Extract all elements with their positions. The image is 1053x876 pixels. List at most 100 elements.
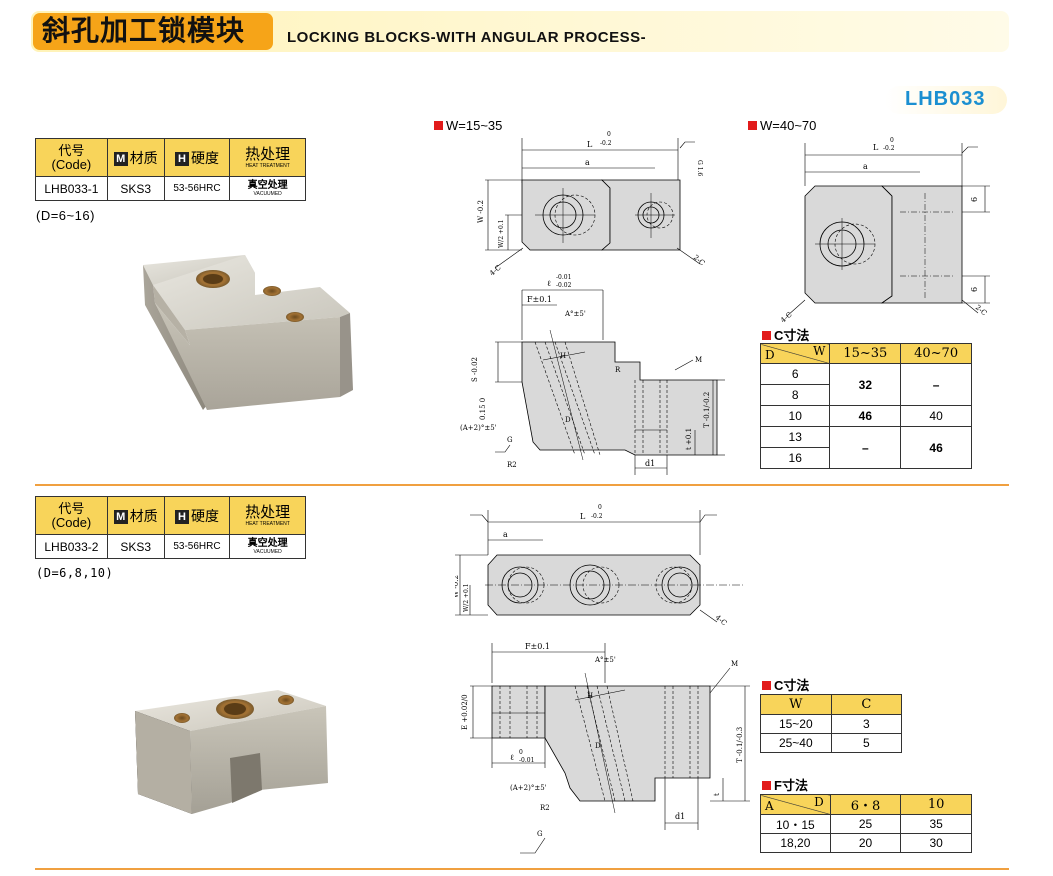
dim-A5: A°±5': [564, 310, 586, 318]
row-d: 13: [759, 426, 831, 448]
col-header: C: [830, 694, 903, 715]
dim-d1: d1: [645, 459, 655, 468]
cell-value: 20: [829, 833, 902, 853]
dim-D: D: [565, 416, 571, 424]
dim-W: W -0.2: [455, 575, 460, 598]
top-view-drawing-small: L 0 -0.2 a W -0.2 W/2 +0.1 4-C 2-C G 1.6: [477, 131, 706, 278]
dim-A2: (A+2)°±5': [510, 784, 547, 792]
material-cell: SKS3: [106, 176, 165, 201]
hardness-cell: 53-56HRC: [163, 534, 231, 559]
dim-l: ℓ: [547, 279, 551, 288]
dim-D: D: [595, 742, 601, 750]
dim-L-tol: -0.2: [600, 140, 612, 147]
dim-l-tol: -0.02: [556, 282, 572, 289]
dim-2C: 2-C: [692, 253, 706, 267]
dim-M: M: [731, 660, 738, 668]
dim-015: 0.15 0: [479, 398, 487, 420]
col-header: 6・8: [829, 794, 902, 815]
row-d: 16: [759, 447, 831, 469]
marker-icon: [434, 121, 443, 130]
product-photo-1: [143, 255, 353, 410]
top-view-drawing-large: L 0 -0.2 a 6 6 4-C 2-C: [779, 137, 990, 325]
dim-4C: 4-C: [779, 311, 793, 325]
dim-l-tol: 0: [519, 749, 523, 756]
cell-value: 46: [829, 405, 902, 427]
corner-header: D W: [759, 343, 831, 364]
page-title: 斜孔加工锁模块: [42, 14, 246, 47]
dim-L: L: [873, 143, 879, 152]
d-range-note: (D=6,8,10): [36, 566, 114, 580]
cell-value: 35: [900, 814, 972, 834]
w-small-label: W=15~35: [434, 118, 502, 133]
row-a: 10・15: [760, 814, 831, 834]
cell-value: 40: [900, 405, 972, 427]
dim-L-tol: 0: [607, 131, 611, 138]
w-large-label: W=40~70: [748, 118, 816, 133]
dim-E: E +0.02/0: [461, 694, 469, 730]
col-header: 10: [900, 794, 972, 815]
c-size-label: C寸法: [762, 325, 809, 344]
dim-F: F±0.1: [527, 295, 552, 304]
section-divider: [35, 484, 1009, 486]
row-d: 6: [759, 363, 831, 385]
dim-A5: A°±5': [594, 656, 616, 664]
code-header: 代号 (Code): [35, 496, 108, 535]
product-code-badge: [885, 86, 1007, 114]
material-cell: SKS3: [106, 534, 165, 559]
dim-T: T -0.1/-0.2: [703, 392, 711, 428]
dim-G: G: [507, 436, 513, 444]
row-w: 25~40: [760, 733, 832, 753]
dim-R: R: [615, 366, 621, 374]
dim-L-tol: 0: [890, 137, 894, 144]
row-d: 8: [759, 384, 831, 406]
dim-6: 6: [970, 197, 979, 202]
dim-G: G: [537, 830, 543, 838]
dim-W2: W/2 +0.1: [498, 220, 505, 248]
cell-value: 32: [829, 363, 902, 406]
cell-value: 30: [900, 833, 972, 853]
dim-L: L: [587, 140, 593, 149]
hardness-cell: 53-56HRC: [163, 176, 231, 201]
dim-T: T -0.1/-0.3: [736, 727, 744, 763]
dim-6: 6: [970, 287, 979, 292]
dim-a: a: [503, 530, 508, 539]
dim-R2: R2: [507, 461, 517, 469]
section-divider: [35, 868, 1009, 870]
c-size-label: C寸法: [762, 675, 809, 694]
dim-L-tol: -0.2: [591, 513, 603, 520]
dim-a: a: [863, 162, 868, 171]
cell-value: 25: [829, 814, 902, 834]
dim-l-tol: -0.01: [519, 757, 534, 764]
top-view-drawing-3: L 0 -0.2 a W -0.2 W/2 +0.1 4-C: [455, 504, 745, 627]
dim-L-tol: -0.2: [883, 145, 895, 152]
cell-value: –: [829, 426, 902, 469]
dim-R2: R2: [540, 804, 550, 812]
dim-W: W -0.2: [477, 200, 485, 223]
c-size-table-1: D W 15~35 40~70 6 32 – 8 10 46 40 13 – 4…: [759, 343, 972, 469]
dim-l-tol: -0.01: [556, 274, 571, 281]
side-view-drawing-3: F±0.1 A°±5' H D d1 T -0.1/-0.3 t M E +0.…: [461, 642, 750, 854]
row-d: 10: [759, 405, 831, 427]
dim-2C: 2-C: [974, 303, 988, 317]
d-range-note: (D=6~16): [36, 208, 95, 223]
dim-4C: 4-C: [714, 613, 728, 627]
dim-H: H: [587, 692, 593, 700]
col-header: 40~70: [900, 343, 972, 364]
dim-l: ℓ: [510, 753, 514, 762]
marker-icon: [748, 121, 757, 130]
marker-icon: [762, 331, 771, 340]
corner-header: A D: [760, 794, 831, 815]
dim-S: S -0.02: [471, 357, 479, 382]
col-header: 15~35: [829, 343, 902, 364]
product-code-cell: LHB033-1: [35, 176, 108, 201]
